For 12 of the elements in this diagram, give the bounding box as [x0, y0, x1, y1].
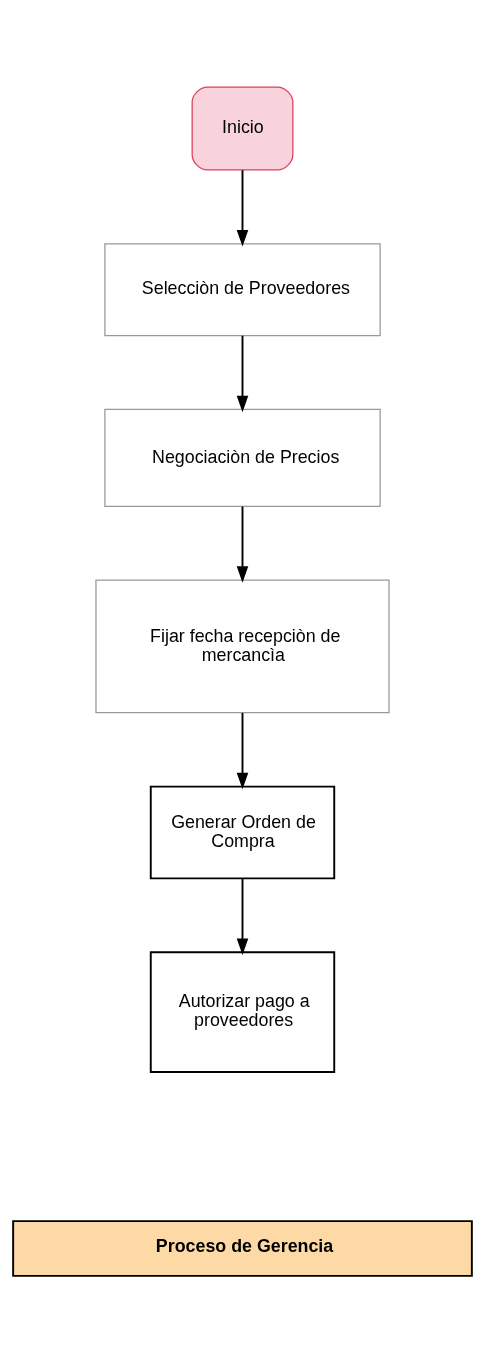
- node-box: Generar Orden de Compra: [149, 785, 336, 880]
- arrow: [236, 505, 249, 583]
- node-box: Proceso de Gerencia: [12, 1220, 473, 1277]
- node-box: Selecciòn de Proveedores: [104, 243, 381, 337]
- node-box: Fijar fecha recepciòn de mercancìa: [95, 579, 390, 714]
- arrow: [236, 711, 249, 790]
- arrow: [236, 877, 249, 956]
- arrow: [236, 334, 249, 413]
- node-box: Negociaciòn de Precios: [104, 408, 381, 507]
- arrow: [236, 169, 249, 247]
- node-box: Autorizar pago a proveedores: [149, 951, 336, 1073]
- node-box: Inicio: [191, 86, 294, 171]
